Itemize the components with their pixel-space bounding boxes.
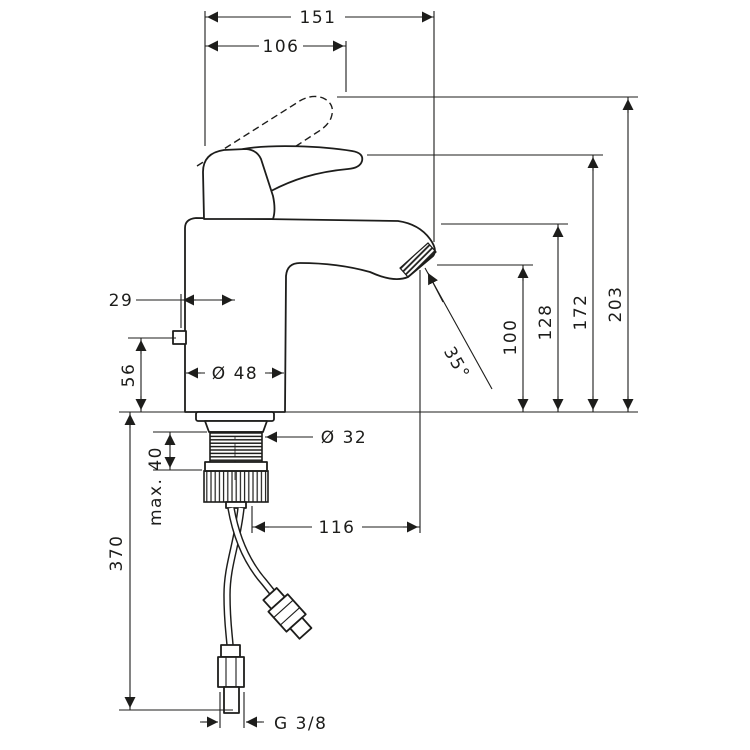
- dim-total-reach: 151: [300, 8, 337, 28]
- base-flange: [195, 411, 275, 422]
- threaded-shank: [209, 431, 263, 463]
- handle-raised-dashed: [196, 95, 334, 176]
- dim-outlet-offset: 116: [319, 518, 356, 538]
- dim-body-diameter: Ø 48: [212, 364, 258, 384]
- dimension-labels: 151 106 29 56 Ø 48 Ø 32 max. 40 370 116 …: [107, 8, 626, 734]
- hose-fitting-bottom: [217, 644, 245, 714]
- dim-spout-top-height: 128: [536, 304, 556, 341]
- dim-connection-thread: G 3/8: [274, 714, 327, 734]
- aerator-hatch: [399, 242, 437, 278]
- dim-handle-open-height: 203: [606, 286, 626, 323]
- dim-spray-angle: 35°: [439, 344, 474, 384]
- tailpiece: [225, 501, 247, 509]
- dim-outlet-height: 100: [501, 319, 521, 356]
- mounting-nut: [203, 470, 269, 503]
- washer: [204, 461, 268, 472]
- base-taper: [204, 420, 268, 433]
- dim-max-mounting: max. 40: [146, 446, 166, 526]
- dimension-lines: [119, 11, 638, 728]
- dim-hose-length: 370: [107, 535, 127, 572]
- dim-shank-diameter: Ø 32: [321, 428, 367, 448]
- hose-fitting-tilted: [262, 587, 313, 640]
- dim-side-height: 56: [119, 363, 139, 388]
- handle-cap: [202, 148, 276, 220]
- faucet-outline-group: [172, 95, 437, 714]
- dim-handle-closed-height: 172: [571, 294, 591, 331]
- supply-hoses: [223, 507, 275, 646]
- dim-spout-reach: 106: [263, 37, 300, 57]
- dim-handle-offset: 29: [109, 291, 134, 311]
